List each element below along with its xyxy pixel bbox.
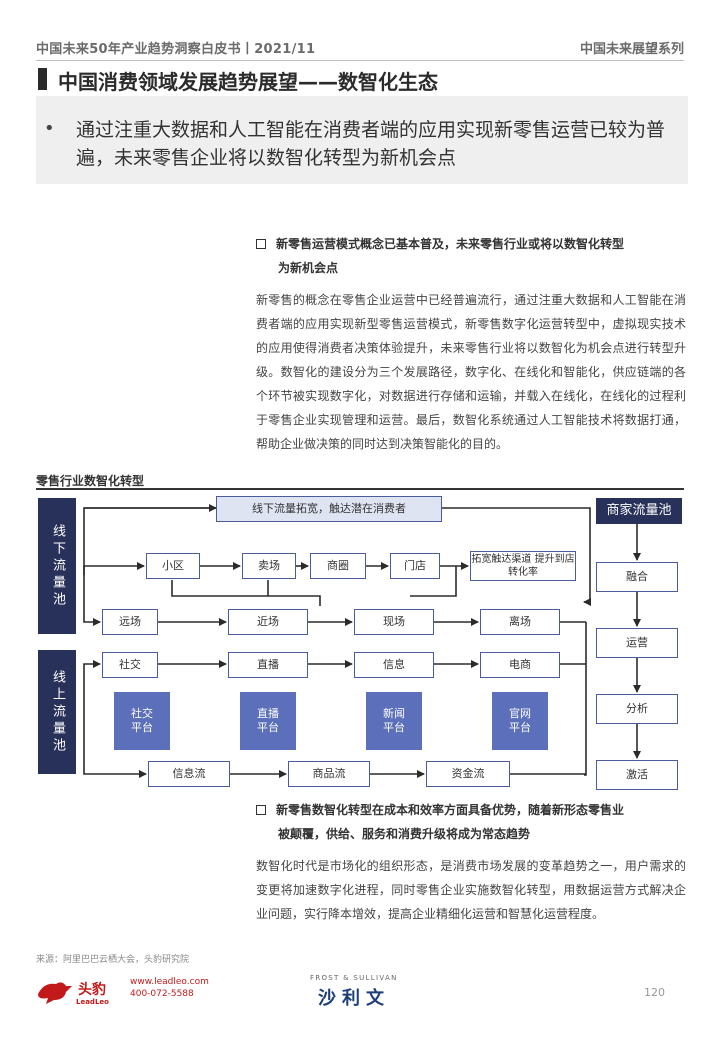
- header-report-title: 中国未来50年产业趋势洞察白皮书丨2021/11: [36, 42, 316, 57]
- node-information: 信息: [354, 652, 434, 678]
- page-number: 120: [644, 986, 665, 999]
- section1-heading-line1: 新零售运营模式概念已基本普及，未来零售行业或将以数智化转型: [276, 237, 625, 251]
- online-traffic-pool: 线上流量池: [38, 650, 76, 774]
- merchant-traffic-pool: 商家流量池: [596, 498, 682, 524]
- section2-heading-line1: 新零售数智化转型在成本和效率方面具备优势，随着新形态零售业: [276, 803, 625, 817]
- leadleo-contact: www.leadleo.com 400-072-5588: [130, 976, 209, 1000]
- node-community: 小区: [146, 553, 200, 579]
- node-expand-channels: 拓宽触达渠道 提升到店转化率: [470, 551, 576, 581]
- title-marker: [38, 68, 47, 90]
- leadleo-logo-en: LeadLeo: [76, 998, 109, 1006]
- flow-capital: 资金流: [426, 761, 510, 787]
- section2-heading: 新零售数智化转型在成本和效率方面具备优势，随着新形态零售业 被颠覆，供给、服务和…: [256, 798, 686, 846]
- diagram-title-rule: [36, 488, 684, 490]
- header-divider: [36, 60, 684, 61]
- node-mall: 卖场: [242, 553, 296, 579]
- flow-information: 信息流: [148, 761, 230, 787]
- step-merge: 融合: [596, 562, 678, 592]
- step-activate: 激活: [596, 760, 678, 790]
- flow-goods: 商品流: [288, 761, 370, 787]
- node-ecommerce: 电商: [480, 652, 560, 678]
- step-analyze: 分析: [596, 694, 678, 724]
- leadleo-site: www.leadleo.com: [130, 977, 209, 987]
- summary-panel: [36, 96, 688, 184]
- section2-paragraph: 数智化时代是市场化的组织形态，是消费市场发展的变革趋势之一，用户需求的变更将加速…: [256, 859, 686, 921]
- section2-heading-line2: 被颠覆，供给、服务和消费升级将成为常态趋势: [278, 827, 531, 841]
- node-live: 直播: [228, 652, 308, 678]
- summary-text: 通过注重大数据和人工智能在消费者端的应用实现新零售运营已较为普遍，未来零售企业将…: [76, 119, 666, 169]
- section1-heading: 新零售运营模式概念已基本普及，未来零售行业或将以数智化转型 为新机会点: [256, 232, 686, 280]
- leadleo-logo-cn: 头豹: [78, 981, 106, 998]
- frost-sullivan-en: FROST & SULLIVAN: [310, 974, 398, 982]
- platform-live: 直播平台: [240, 692, 296, 750]
- platform-official-site: 官网平台: [492, 692, 548, 750]
- header-series-name: 中国未来展望系列: [579, 42, 684, 57]
- leadleo-phone: 400-072-5588: [130, 989, 194, 999]
- offline-traffic-pool: 线下流量池: [38, 498, 76, 634]
- source-note: 来源：阿里巴巴云栖大会，头豹研究院: [36, 955, 190, 965]
- node-off-site: 离场: [480, 609, 560, 635]
- step-operate: 运营: [596, 628, 678, 658]
- section1-paragraph: 新零售的概念在零售企业运营中已经普遍流行，通过注重大数据和人工智能在消费者端的应…: [256, 293, 686, 451]
- leadleo-logo: 头豹 LeadLeo: [38, 981, 109, 1006]
- node-social: 社交: [102, 652, 158, 678]
- checkbox-bullet-icon: [256, 239, 266, 249]
- node-on-site: 现场: [354, 609, 434, 635]
- node-business-district: 商圈: [310, 553, 366, 579]
- summary-bullet: •: [44, 118, 55, 139]
- frost-sullivan-cn: 沙利文: [318, 988, 390, 1009]
- node-near-field: 近场: [228, 609, 308, 635]
- platform-news: 新闻平台: [366, 692, 422, 750]
- page-title: 中国消费领域发展趋势展望——数智化生态: [58, 70, 438, 94]
- diagram-title: 零售行业数智化转型: [36, 474, 145, 488]
- node-far-field: 远场: [102, 609, 158, 635]
- section1-heading-line2: 为新机会点: [278, 261, 339, 275]
- platform-social: 社交平台: [114, 692, 170, 750]
- offline-expand-banner: 线下流量拓宽，触达潜在消费者: [216, 496, 442, 522]
- node-store: 门店: [390, 553, 440, 579]
- checkbox-bullet-icon: [256, 805, 266, 815]
